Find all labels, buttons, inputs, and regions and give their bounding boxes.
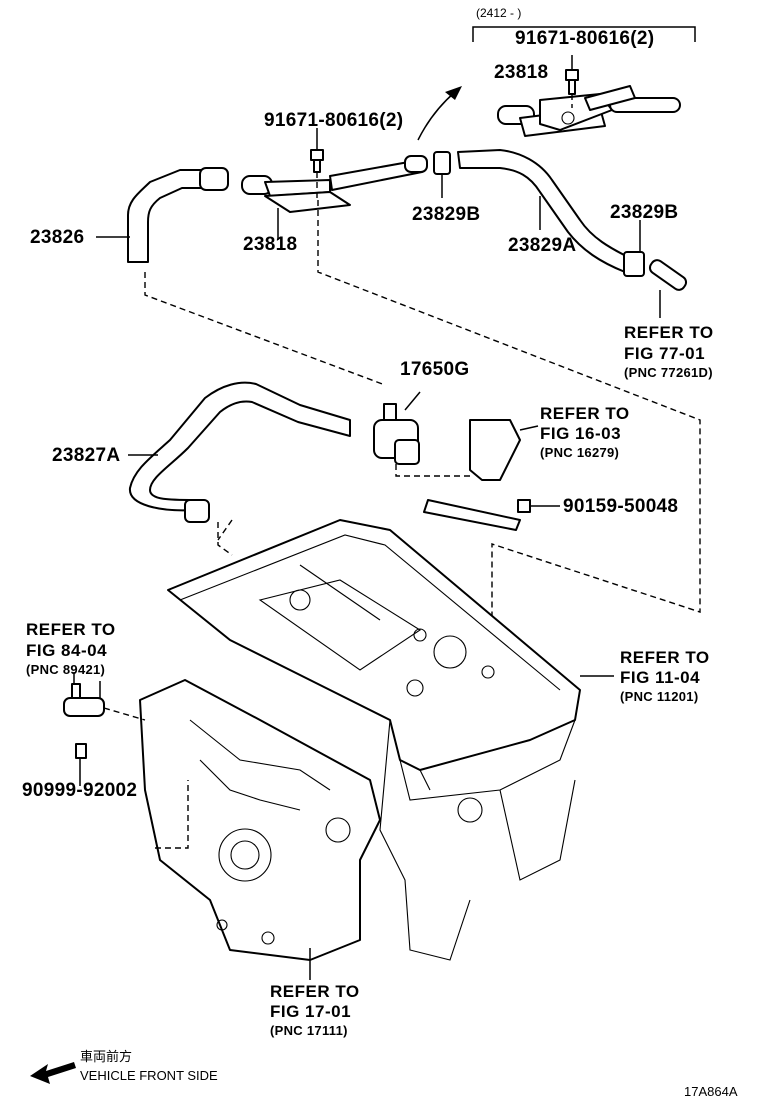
label-23829B-left: 23829B bbox=[412, 204, 481, 225]
ref-fig17-fig: FIG 17-01 bbox=[270, 1002, 352, 1021]
label-23829A: 23829A bbox=[508, 235, 577, 256]
ref-fig77-fig: FIG 77-01 bbox=[624, 344, 706, 363]
hose-23827A bbox=[128, 381, 351, 523]
ref-fig16-refer: REFER TO bbox=[540, 404, 630, 423]
label-23827A: 23827A bbox=[52, 445, 121, 466]
ref-fig84-pnc: (PNC 89421) bbox=[26, 662, 106, 677]
illustration-code: 17A864A bbox=[684, 1084, 738, 1099]
ref-fig16-pnc: (PNC 16279) bbox=[540, 445, 620, 460]
front-label-jp: 車両前方 bbox=[80, 1049, 133, 1064]
dash-line-7 bbox=[217, 519, 233, 541]
clamp-23829B-right bbox=[623, 220, 688, 318]
ref-fig77-refer: REFER TO bbox=[624, 323, 714, 342]
arrow-left-icon bbox=[30, 1062, 76, 1084]
front-label-en: VEHICLE FRONT SIDE bbox=[80, 1068, 218, 1083]
pipe-23818-top bbox=[497, 85, 681, 137]
dash-line-5 bbox=[103, 707, 146, 721]
ref-fig84-refer: REFER TO bbox=[26, 620, 116, 639]
group-bracket bbox=[472, 26, 696, 42]
ref-fig11-fig: FIG 11-04 bbox=[620, 668, 701, 687]
ref-fig11-refer: REFER TO bbox=[620, 648, 710, 667]
label-23818-top: 23818 bbox=[494, 62, 549, 83]
valve-17650G bbox=[373, 391, 421, 465]
label-90159-50048: 90159-50048 bbox=[563, 496, 679, 517]
label-bolt-mid: 91671-80616(2) bbox=[264, 110, 404, 131]
sensor-89421 bbox=[63, 672, 105, 786]
label-23829B-right: 23829B bbox=[610, 202, 679, 223]
ref-fig11-pnc: (PNC 11201) bbox=[620, 689, 699, 704]
label-90999-92002: 90999-92002 bbox=[22, 780, 138, 801]
label-17650G: 17650G bbox=[400, 359, 470, 380]
dash-line-3 bbox=[217, 522, 233, 556]
clamp-23829B-left bbox=[433, 151, 451, 198]
dash-line-2 bbox=[317, 200, 701, 680]
production-date-note: (2412 - ) bbox=[476, 6, 522, 20]
label-23818-mid: 23818 bbox=[243, 234, 298, 255]
dash-line-1 bbox=[144, 272, 386, 386]
ref-fig77-pnc: (PNC 77261D) bbox=[624, 365, 713, 380]
bolt-top bbox=[565, 55, 579, 108]
dash-line-6 bbox=[395, 464, 470, 477]
hose-23826 bbox=[96, 167, 229, 263]
engine-block bbox=[167, 519, 581, 961]
pipe-23818-mid bbox=[241, 155, 428, 240]
label-23826: 23826 bbox=[30, 227, 85, 248]
arrow-up-right-icon bbox=[417, 86, 462, 141]
bracket-assembly bbox=[423, 419, 560, 531]
ref-fig84-fig: FIG 84-04 bbox=[26, 641, 108, 660]
label-bolt-top: 91671-80616(2) bbox=[515, 28, 655, 49]
ref-fig17-refer: REFER TO bbox=[270, 982, 360, 1001]
dash-line-4 bbox=[155, 780, 189, 849]
ref-fig17-pnc: (PNC 17111) bbox=[270, 1023, 348, 1038]
timing-cover bbox=[139, 679, 381, 980]
ref-fig16-fig: FIG 16-03 bbox=[540, 424, 622, 443]
bolt-mid bbox=[310, 128, 324, 200]
